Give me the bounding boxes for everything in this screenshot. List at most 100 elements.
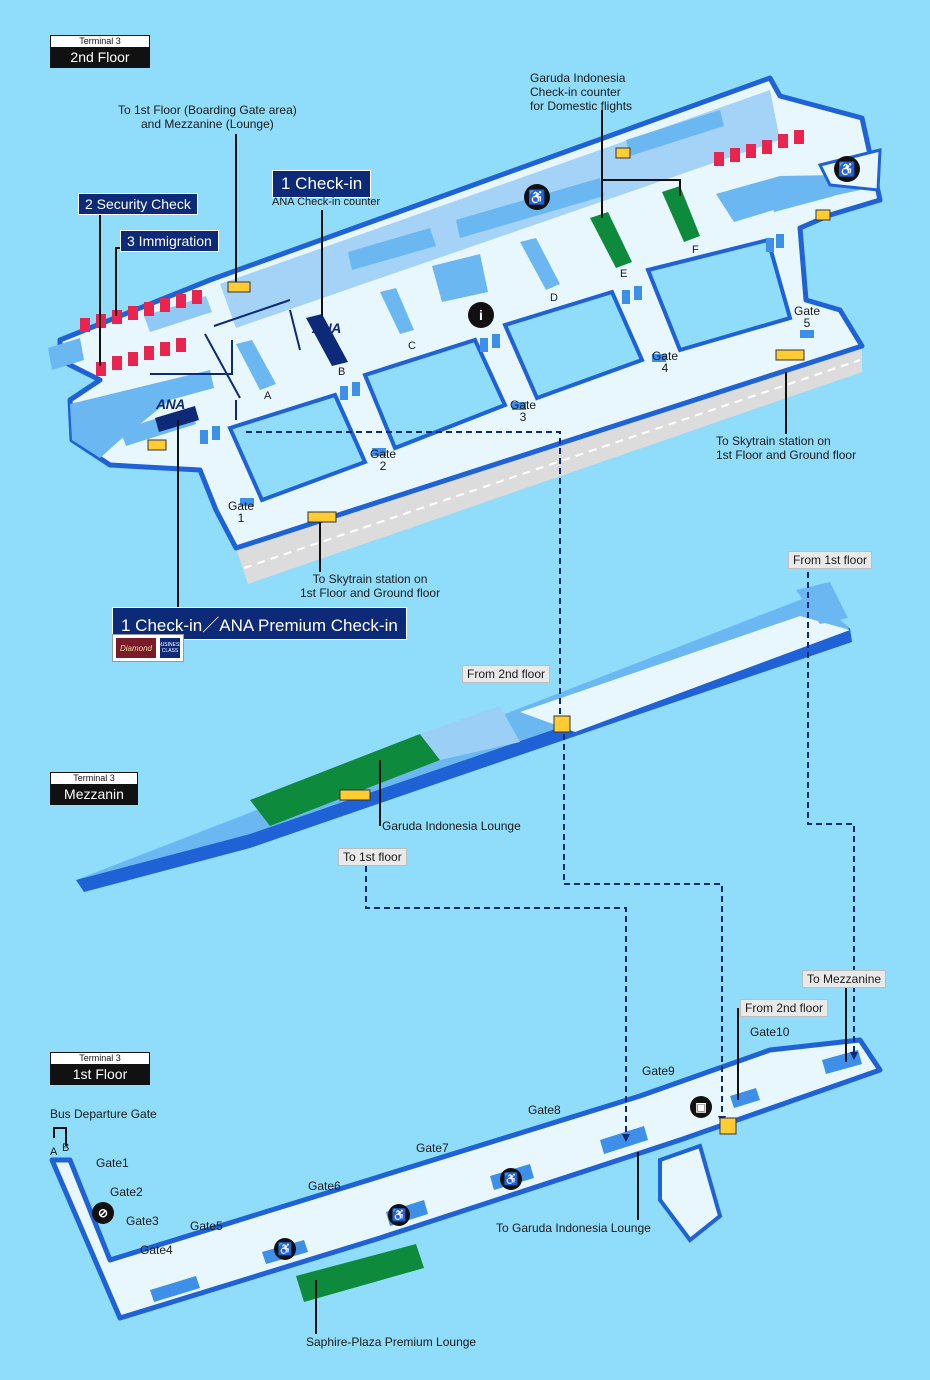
gate9-label: Gate9 [642,1064,675,1078]
mezzanine-plan [76,582,852,892]
gate-3-label: Gate 3 [510,398,537,424]
counter-d [520,238,560,290]
premium-checkin-badge: 1 Check-in／ANA Premium Check-in [112,607,407,640]
first-floor-outline [49,1037,883,1321]
gate8-label: Gate8 [528,1103,561,1117]
from-second-floor-tag-mezz: From 2nd floor [462,665,551,683]
counter-c [380,288,414,334]
block [348,228,436,270]
floor-label: Mezzanin [51,784,137,804]
info-icon: i [468,302,494,328]
business-class-logo: BUSINESS CLASS [157,638,183,658]
from-first-floor-tag: From 1st floor [788,551,873,569]
gate-2-label: Gate 2 [370,447,397,473]
to-first-floor-note: To 1st Floor (Boarding Gate area) and Me… [118,103,297,131]
bus-gate-b: B [62,1142,70,1154]
first-floor-leaders [53,984,847,1334]
gate-well-3 [502,289,645,401]
checkin-badge: 1 Check-in [272,170,372,198]
block [432,254,488,302]
gate-well-1 [227,392,368,503]
terminal-label: Terminal 3 [73,773,115,783]
gate5-label: Gate5 [190,1219,223,1233]
counter-label-a: A [264,390,272,402]
ana-premium-area [70,370,214,458]
block [48,338,84,370]
gate-well-4 [645,237,793,353]
leader-lines [99,110,787,610]
premium-logos: Diamond BUSINESS CLASS [112,634,184,662]
floor-label: 2nd Floor [51,47,149,67]
gate-1-label: Gate 1 [228,499,255,525]
garuda-lounge-label: Garuda Indonesia Lounge [382,819,521,833]
seat-blocks [200,234,814,506]
restroom-icon: ♿ [500,1168,522,1190]
bus-departure-label: Bus Departure Gate [50,1107,157,1121]
ana-logo-main: ANA [312,320,341,336]
floor-badge-mezz: Terminal 3 Mezzanin [50,772,138,805]
road-marking [243,359,861,569]
gate10-label: Gate10 [750,1025,790,1039]
gate6-label: Gate6 [308,1179,341,1193]
first-floor-annex [658,1143,723,1243]
restroom-icon: ♿ [524,184,550,210]
garuda-lounge-area [250,734,440,826]
gate-5-label: Gate 5 [794,304,821,330]
to-garuda-lounge-label: To Garuda Indonesia Lounge [496,1221,651,1235]
restroom-icon: ♿ [834,156,860,182]
bus-gate-a: A [50,1146,58,1158]
from-second-floor-tag-1f: From 2nd floor [740,999,829,1017]
garuda-domestic-note: Garuda Indonesia Check-in counter for Do… [530,71,633,113]
skytrain-note-right: To Skytrain station on 1st Floor and Gro… [716,434,857,462]
lounge-annex [420,706,520,760]
restroom-icon: ♿ [274,1238,296,1260]
road [236,346,862,584]
counter-label-b: B [338,366,346,378]
gate3-label: Gate3 [126,1214,159,1228]
garuda-counters [714,130,804,166]
mezzanine-walkway [520,616,850,732]
to-first-floor-tag: To 1st floor [338,848,407,866]
saphire-lounge-label: Saphire-Plaza Premium Lounge [306,1335,477,1349]
floor-badge-2f: Terminal 3 2nd Floor [50,35,150,68]
diamond-logo: Diamond [116,638,156,658]
block [770,180,834,212]
gate4-label: Gate4 [140,1243,173,1257]
to-mezzanine-tag: To Mezzanine [802,970,887,988]
block [144,296,212,332]
elevator-icon: ▣ [690,1096,712,1118]
restroom-icon: ♿ [388,1204,410,1226]
counter-e [590,212,632,268]
gate7-label: Gate7 [416,1141,449,1155]
floor-label: 1st Floor [51,1064,149,1084]
terminal-label: Terminal 3 [79,1053,121,1063]
terminal-label: Terminal 3 [79,36,121,46]
security-badge: 2 Security Check [78,193,198,215]
ana-logo-premium: ANA [156,396,185,412]
gate-4-label: Gate 4 [652,349,679,375]
ana-checkin-counter-label: ANA Check-in counter [272,196,381,208]
floor-badge-1f: Terminal 3 1st Floor [50,1052,150,1085]
saphire-lounge-area [296,1244,424,1302]
skytrain-note-bottom: To Skytrain station on 1st Floor and Gro… [300,572,441,600]
smoking-icon: ⊘ [92,1202,114,1224]
counter-label-e: E [620,268,628,280]
immigration-badge: 3 Immigration [120,230,219,252]
second-floor-plan [48,75,883,610]
gate1-label: Gate1 [96,1156,129,1170]
counter-label-c: C [408,340,416,352]
counter-a [236,340,276,390]
gate-well-2 [362,337,508,451]
block [626,110,724,156]
counter-label-f: F [692,244,699,256]
counter-label-d: D [550,292,558,304]
premium-counter [155,406,199,432]
connector-routes [246,431,855,1134]
flow-arrows [150,299,301,420]
transfer-markers [147,147,831,1135]
counter-f [662,186,700,242]
gate2-label: Gate2 [110,1185,143,1199]
counter-b [306,314,348,366]
